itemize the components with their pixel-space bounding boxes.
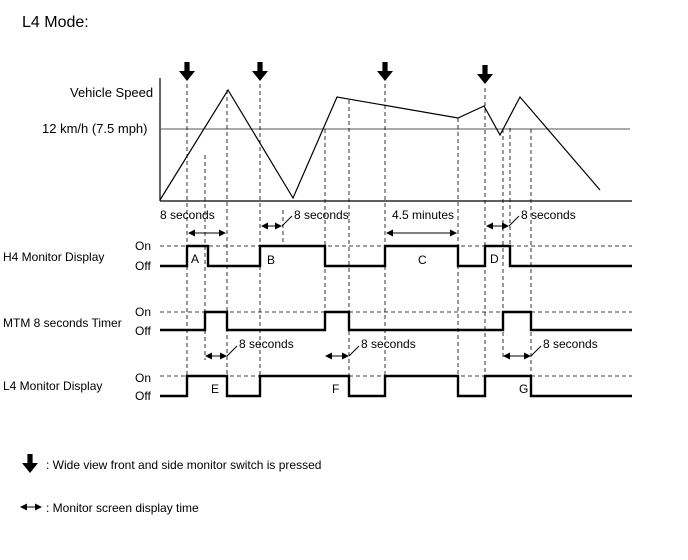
h4-signal: [160, 244, 632, 268]
vehicle-speed-curve: [159, 88, 601, 201]
duration-label-a: 8 seconds: [160, 208, 215, 222]
leader-line: [530, 345, 542, 357]
mtm-on-label: On: [135, 305, 151, 319]
page-title: L4 Mode:: [22, 14, 89, 31]
legend-arrow-text: : Wide view front and side monitor switc…: [46, 458, 321, 472]
down-arrow-icon: [477, 65, 493, 84]
duration-label-d: 8 seconds: [521, 208, 576, 222]
segment-label-f: F: [332, 382, 339, 396]
l4-row-label: L4 Monitor Display: [3, 379, 102, 393]
mtm-off-label: Off: [135, 324, 151, 338]
leader-line: [508, 215, 520, 227]
speed-axis-label: Vehicle Speed: [70, 85, 153, 100]
h4-off-label: Off: [135, 259, 151, 273]
h4-on-label: On: [135, 239, 151, 253]
mtm-duration-label-3: 8 seconds: [543, 337, 598, 351]
mtm-duration-label-2: 8 seconds: [361, 337, 416, 351]
h4-row-label: H4 Monitor Display: [3, 250, 104, 264]
leader-line: [281, 215, 293, 227]
down-arrow-icon: [22, 454, 38, 473]
segment-label-e: E: [211, 382, 219, 396]
threshold-label: 12 km/h (7.5 mph): [42, 121, 148, 136]
l4-off-label: Off: [135, 389, 151, 403]
down-arrow-icon: [179, 62, 195, 81]
segment-label-c: C: [418, 253, 427, 267]
duration-label-c: 4.5 minutes: [392, 208, 454, 222]
duration-label-b: 8 seconds: [294, 208, 349, 222]
leader-line: [348, 345, 360, 357]
vehicle-speed-chart: Vehicle Speed 12 km/h (7.5 mph): [42, 78, 632, 202]
mtm-duration-label-1: 8 seconds: [239, 337, 294, 351]
l4-monitor-row: L4 Monitor Display On Off E F G: [3, 371, 632, 403]
legend: : Wide view front and side monitor switc…: [20, 454, 321, 515]
segment-label-a: A: [191, 252, 199, 266]
leader-line: [226, 345, 238, 357]
segment-label-g: G: [519, 382, 528, 396]
down-arrow-icon: [252, 62, 268, 81]
mtm-timer-row: MTM 8 seconds Timer On Off 8 seconds 8 s…: [3, 305, 632, 360]
segment-label-d: D: [490, 252, 499, 266]
h4-monitor-row: H4 Monitor Display On Off A B C D: [3, 239, 632, 273]
segment-label-b: B: [267, 253, 275, 267]
legend-double-arrow-text: : Monitor screen display time: [46, 501, 199, 515]
l4-signal: [160, 374, 632, 398]
down-arrow-icon: [377, 62, 393, 81]
mtm-signal: [160, 310, 632, 332]
duration-indicators-top: 8 seconds 8 seconds 4.5 minutes 8 second…: [160, 208, 576, 237]
mtm-row-label: MTM 8 seconds Timer: [3, 316, 122, 330]
l4-on-label: On: [135, 371, 151, 385]
